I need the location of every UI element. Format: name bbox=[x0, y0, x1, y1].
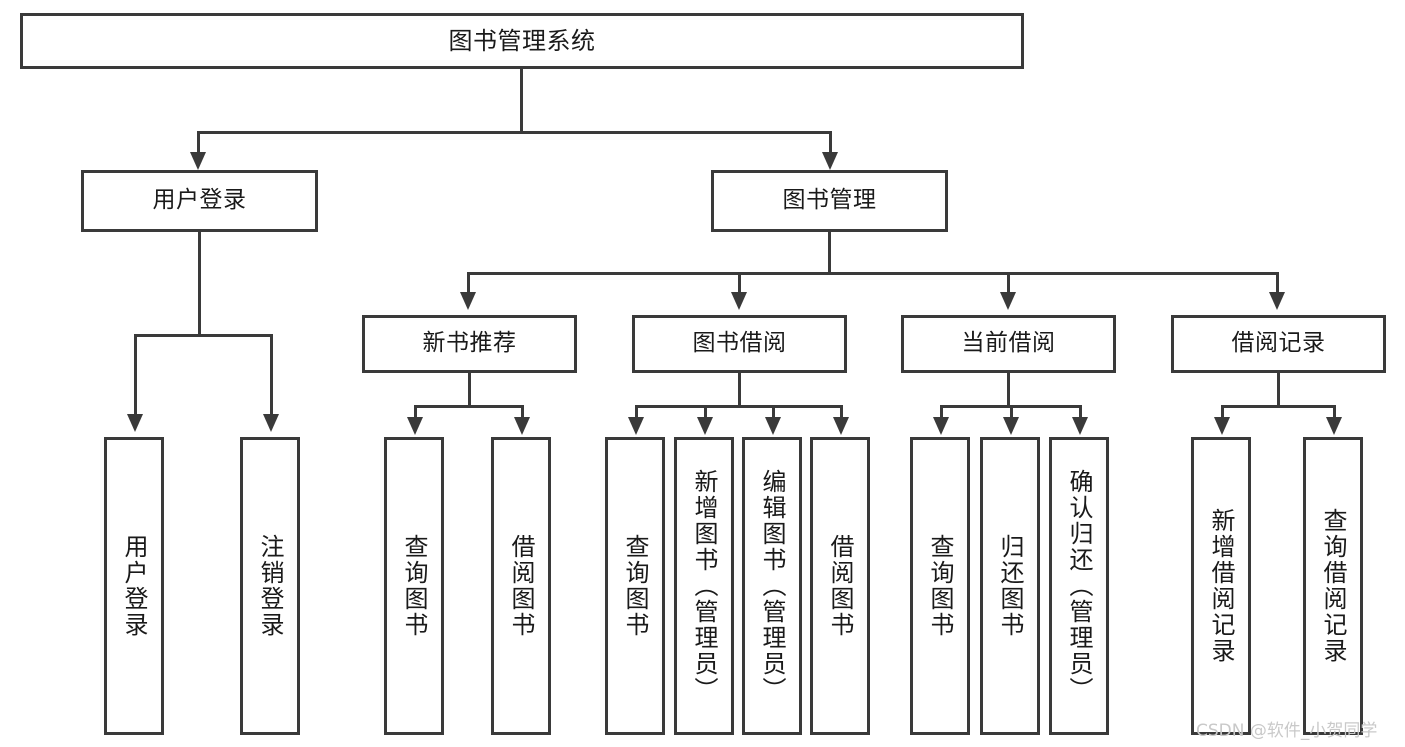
connector-bm-drop-new-book bbox=[467, 272, 470, 294]
connector-current-borrow-drop-3 bbox=[1079, 405, 1082, 419]
arrow-user-login-leaf-2 bbox=[263, 414, 279, 432]
node-label: 用户登录 bbox=[120, 534, 148, 638]
arrow-current-borrow-leaf-3 bbox=[1072, 417, 1088, 435]
node-label: 新书推荐 bbox=[422, 330, 517, 357]
arrow-book-borrow-leaf-1 bbox=[628, 417, 644, 435]
connector-bm-drop-book-borrow bbox=[738, 272, 741, 294]
arrow-new-book-leaf-2 bbox=[514, 417, 530, 435]
connector-book-borrow-stem bbox=[738, 373, 741, 406]
leaf-new-book-borrow-books[interactable]: 借阅图书 bbox=[491, 437, 551, 735]
connector-current-borrow-drop-2 bbox=[1010, 405, 1013, 419]
node-label: 用户登录 bbox=[152, 187, 247, 214]
node-label: 借阅记录 bbox=[1231, 330, 1326, 357]
node-label: 归还图书 bbox=[996, 534, 1024, 638]
node-label: 借阅图书 bbox=[507, 534, 535, 638]
node-root-book-management-system[interactable]: 图书管理系统 bbox=[20, 13, 1024, 69]
node-new-book-recommend[interactable]: 新书推荐 bbox=[362, 315, 577, 373]
connector-user-login-drop-2 bbox=[270, 334, 273, 416]
connector-current-borrow-stem bbox=[1007, 373, 1010, 406]
node-label: 图书管理 bbox=[782, 187, 877, 214]
arrow-user-login-leaf-1 bbox=[127, 414, 143, 432]
arrow-book-borrow-leaf-3 bbox=[765, 417, 781, 435]
node-label: 当前借阅 bbox=[961, 330, 1056, 357]
leaf-borrow-record-query-record[interactable]: 查询借阅记录 bbox=[1303, 437, 1363, 735]
node-book-management[interactable]: 图书管理 bbox=[711, 170, 948, 232]
connector-root-stem bbox=[520, 69, 523, 131]
node-label: 图书管理系统 bbox=[448, 26, 596, 55]
connector-bm-drop-current-borrow bbox=[1007, 272, 1010, 294]
node-label: 注销登录 bbox=[256, 534, 284, 638]
connector-root-bar bbox=[197, 131, 831, 134]
node-label: 确认归还（管理员） bbox=[1065, 469, 1093, 703]
connector-book-borrow-drop-1 bbox=[635, 405, 638, 419]
node-label: 编辑图书（管理员） bbox=[758, 469, 786, 703]
node-label: 查询借阅记录 bbox=[1319, 508, 1347, 664]
leaf-user-login-logout[interactable]: 注销登录 bbox=[240, 437, 300, 735]
arrow-root-to-book-management bbox=[822, 152, 838, 170]
connector-book-management-bar bbox=[467, 272, 1279, 275]
arrow-new-book-leaf-1 bbox=[407, 417, 423, 435]
connector-borrow-record-stem bbox=[1277, 373, 1280, 406]
arrow-current-borrow-leaf-1 bbox=[933, 417, 949, 435]
node-user-login[interactable]: 用户登录 bbox=[81, 170, 318, 232]
leaf-current-borrow-confirm-return-admin[interactable]: 确认归还（管理员） bbox=[1049, 437, 1109, 735]
node-current-borrow[interactable]: 当前借阅 bbox=[901, 315, 1116, 373]
node-label: 查询图书 bbox=[926, 534, 954, 638]
leaf-new-book-query-books[interactable]: 查询图书 bbox=[384, 437, 444, 735]
node-label: 查询图书 bbox=[621, 534, 649, 638]
leaf-book-borrow-borrow-books[interactable]: 借阅图书 bbox=[810, 437, 870, 735]
leaf-borrow-record-add-record[interactable]: 新增借阅记录 bbox=[1191, 437, 1251, 735]
node-label: 图书借阅 bbox=[692, 330, 787, 357]
connector-new-book-stem bbox=[468, 373, 471, 406]
connector-book-borrow-drop-3 bbox=[772, 405, 775, 419]
node-borrow-record[interactable]: 借阅记录 bbox=[1171, 315, 1386, 373]
connector-new-book-drop-2 bbox=[521, 405, 524, 419]
connector-book-borrow-bar bbox=[635, 405, 842, 408]
leaf-book-borrow-query-books[interactable]: 查询图书 bbox=[605, 437, 665, 735]
connector-bm-drop-borrow-record bbox=[1276, 272, 1279, 294]
arrow-root-to-user-login bbox=[190, 152, 206, 170]
leaf-user-login-login[interactable]: 用户登录 bbox=[104, 437, 164, 735]
arrow-borrow-record-leaf-1 bbox=[1214, 417, 1230, 435]
connector-book-borrow-drop-4 bbox=[840, 405, 843, 419]
node-label: 新增图书（管理员） bbox=[690, 469, 718, 703]
arrow-bm-to-borrow-record bbox=[1269, 292, 1285, 310]
connector-new-book-bar bbox=[414, 405, 524, 408]
connector-borrow-record-bar bbox=[1221, 405, 1336, 408]
connector-root-to-book-management bbox=[829, 131, 832, 156]
arrow-bm-to-current-borrow bbox=[1000, 292, 1016, 310]
node-book-borrow[interactable]: 图书借阅 bbox=[632, 315, 847, 373]
node-label: 查询图书 bbox=[400, 534, 428, 638]
arrow-bm-to-new-book-recommend bbox=[460, 292, 476, 310]
connector-new-book-drop-1 bbox=[414, 405, 417, 419]
arrow-bm-to-book-borrow bbox=[731, 292, 747, 310]
connector-book-borrow-drop-2 bbox=[704, 405, 707, 419]
connector-book-management-stem bbox=[828, 232, 831, 273]
connector-current-borrow-drop-1 bbox=[940, 405, 943, 419]
node-label: 新增借阅记录 bbox=[1207, 508, 1235, 664]
arrow-book-borrow-leaf-2 bbox=[697, 417, 713, 435]
arrow-borrow-record-leaf-2 bbox=[1326, 417, 1342, 435]
leaf-current-borrow-query-books[interactable]: 查询图书 bbox=[910, 437, 970, 735]
connector-user-login-drop-1 bbox=[134, 334, 137, 416]
arrow-book-borrow-leaf-4 bbox=[833, 417, 849, 435]
connector-root-to-user-login bbox=[197, 131, 200, 156]
connector-borrow-record-drop-1 bbox=[1221, 405, 1224, 419]
connector-user-login-bar bbox=[134, 334, 273, 337]
leaf-current-borrow-return-books[interactable]: 归还图书 bbox=[980, 437, 1040, 735]
leaf-book-borrow-edit-book-admin[interactable]: 编辑图书（管理员） bbox=[742, 437, 802, 735]
connector-borrow-record-drop-2 bbox=[1333, 405, 1336, 419]
arrow-current-borrow-leaf-2 bbox=[1003, 417, 1019, 435]
connector-user-login-stem bbox=[198, 232, 201, 335]
csdn-watermark: CSDN @软件_小贺同学 bbox=[1196, 721, 1378, 741]
leaf-book-borrow-add-book-admin[interactable]: 新增图书（管理员） bbox=[674, 437, 734, 735]
node-label: 借阅图书 bbox=[826, 534, 854, 638]
